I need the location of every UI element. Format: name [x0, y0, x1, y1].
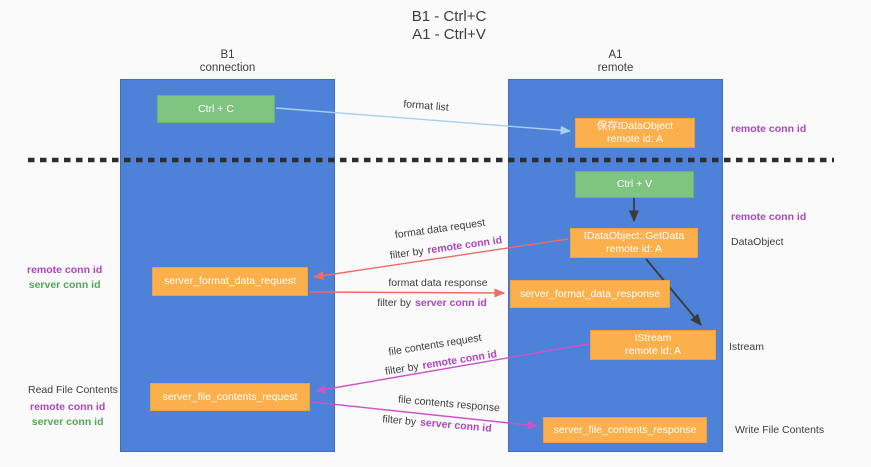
remote-conn-id-annotation-getdata: remote conn id [731, 211, 807, 223]
idataobject-getdata-node: IDataObject::GetData remote id: A [570, 228, 698, 258]
getdata-line1: IDataObject::GetData [583, 230, 685, 242]
server-conn-id-keyword: server conn id [415, 297, 487, 309]
file-conn-id-annotation-group: remote conn id server conn id [30, 400, 105, 430]
ctrl-v-label: Ctrl + V [616, 178, 653, 190]
istream-node: IStream remote id: A [590, 330, 716, 360]
getdata-to-istream-arrow [645, 258, 702, 326]
lane-header-b1: B1 connection [120, 49, 335, 75]
diagram-title: B1 - Ctrl+C A1 - Ctrl+V [28, 8, 870, 44]
remote-conn-id-annotation-saved: remote conn id [731, 123, 807, 135]
save-idataobject-node: 保存IDataObject remote id: A [575, 118, 695, 148]
filter-by-text: filter by [377, 297, 412, 309]
save-idataobject-line2: remote id: A [606, 133, 664, 145]
server-conn-id-annotation-file: server conn id [31, 416, 104, 428]
format-conn-id-annotation-group: remote conn id server conn id [27, 263, 102, 293]
dataobject-annotation: DataObject [731, 236, 784, 248]
server-format-data-request-node: server_format_data_request [152, 267, 308, 296]
remote-conn-id-annotation-format: remote conn id [27, 264, 103, 276]
file-contents-response-arrow [311, 401, 539, 430]
lane-a1-subtitle: remote [597, 62, 634, 74]
ctrl-v-node: Ctrl + V [575, 171, 694, 198]
format-data-response-arrow [309, 288, 506, 298]
write-file-contents-annotation: Write File Contents [735, 424, 825, 436]
server-file-contents-request-label: server_file_contents_request [162, 390, 298, 403]
diagram-title-line1: B1 - Ctrl+C [411, 8, 487, 25]
server-format-data-response-node: server_format_data_response [510, 280, 670, 308]
lane-b1-name: B1 [220, 49, 235, 61]
server-conn-id-annotation-format: server conn id [28, 279, 101, 291]
istream-annotation: Istream [729, 341, 765, 353]
istream-line2: remote id: A [624, 345, 682, 357]
server-format-data-response-label: server_format_data_response [519, 287, 661, 300]
ctrl-c-label: Ctrl + C [198, 102, 234, 115]
remote-conn-id-annotation-file: remote conn id [30, 401, 106, 413]
read-file-contents-annotation: Read File Contents [28, 384, 118, 396]
getdata-line2: remote id: A [605, 243, 663, 255]
server-file-contents-request-node: server_file_contents_request [150, 383, 310, 411]
format-data-response-edge-label: format data response [388, 277, 488, 289]
lane-b1-subtitle: connection [199, 62, 256, 74]
lane-a1-name: A1 [608, 49, 623, 61]
diagram-title-line2: A1 - Ctrl+V [412, 26, 486, 43]
istream-line1: IStream [634, 332, 672, 344]
format-data-request-arrow [312, 238, 569, 281]
lane-header-a1: A1 remote [508, 49, 723, 75]
save-idataobject-line1: 保存IDataObject [596, 120, 674, 132]
server-file-contents-response-label: server_file_contents_response [553, 423, 697, 436]
server-file-contents-response-node: server_file_contents_response [543, 417, 707, 443]
server-format-data-request-label: server_format_data_request [164, 275, 296, 287]
format-list-arrow [275, 107, 572, 135]
file-contents-request-arrow [314, 343, 589, 394]
ctrl-c-node: Ctrl + C [157, 95, 275, 123]
